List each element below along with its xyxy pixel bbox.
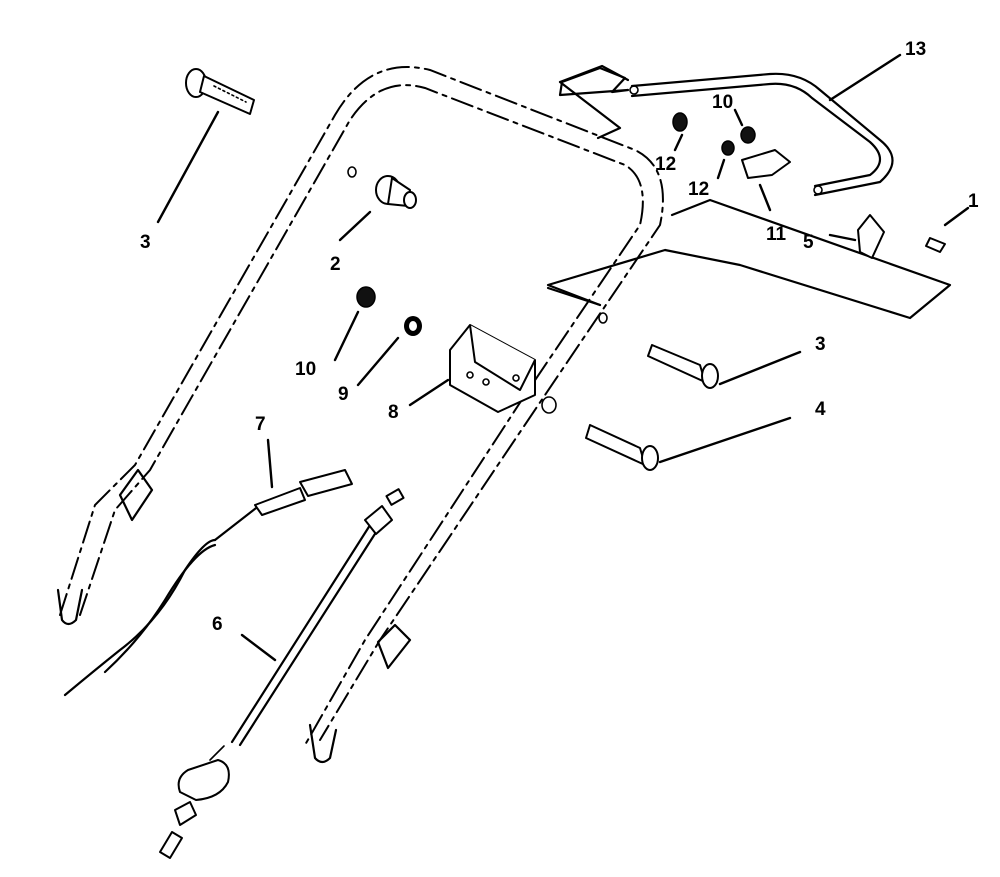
spacer-icon xyxy=(375,175,417,209)
bolt-icon-right-upper xyxy=(647,344,719,389)
bolt-icon-right-lower xyxy=(585,424,659,471)
cable-icon xyxy=(63,469,405,859)
callout-5: 5 xyxy=(803,232,814,253)
callout-9: 9 xyxy=(338,384,349,405)
bail-icon xyxy=(546,64,952,320)
callout-10-left: 10 xyxy=(295,359,316,380)
callout-6: 6 xyxy=(212,614,223,635)
bolt-icon xyxy=(185,68,255,115)
handle-tube-icon xyxy=(56,66,664,764)
callout-13: 13 xyxy=(905,39,926,60)
callout-3-right: 3 xyxy=(815,334,826,355)
callout-12-lower: 12 xyxy=(688,179,709,200)
callouts: 3 2 10 9 8 7 6 3 4 13 10 12 12 11 5 1 xyxy=(140,39,979,635)
callout-12-upper: 12 xyxy=(655,154,676,175)
callout-3-left: 3 xyxy=(140,232,151,253)
bracket-icon xyxy=(449,324,536,413)
nut-icon-upper xyxy=(672,112,946,259)
callout-1: 1 xyxy=(968,191,979,212)
callout-4: 4 xyxy=(815,399,826,420)
leader-lines xyxy=(156,53,970,662)
callout-2: 2 xyxy=(330,254,341,275)
callout-10-right: 10 xyxy=(712,92,733,113)
callout-8: 8 xyxy=(388,402,399,423)
nut-icon xyxy=(356,286,422,336)
callout-11: 11 xyxy=(766,224,787,245)
callout-7: 7 xyxy=(255,414,266,435)
